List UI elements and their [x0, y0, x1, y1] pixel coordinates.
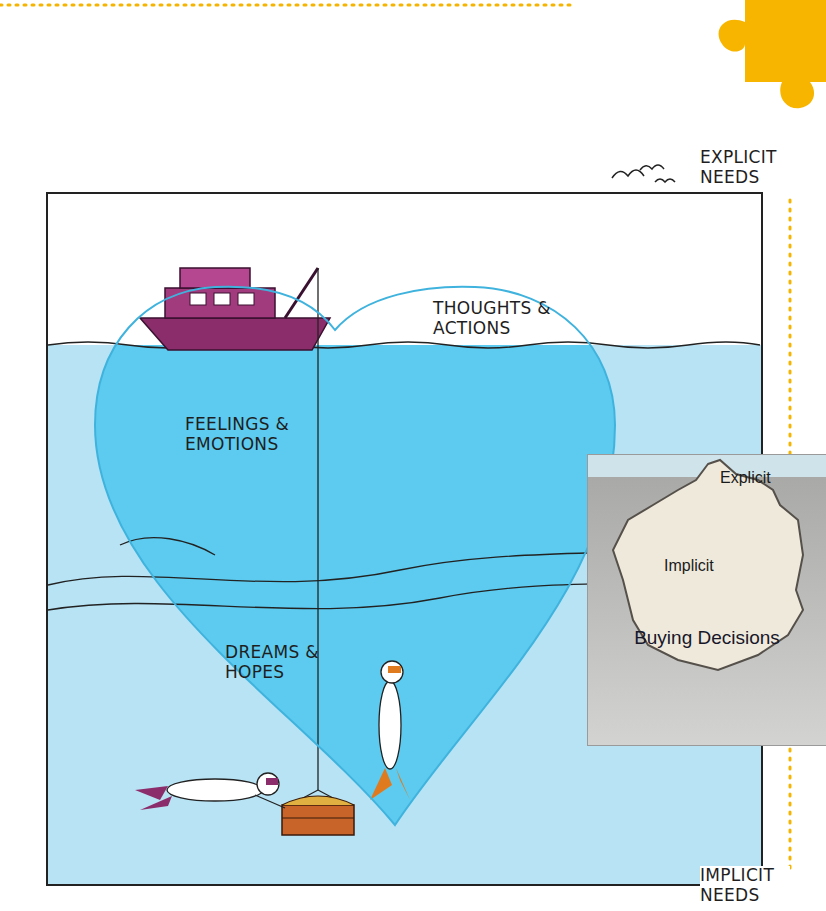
level-label: THOUGHTS & ACTIONS — [433, 299, 555, 338]
iceberg-label: Implicit — [664, 556, 744, 575]
inset-caption: Buying Decisions — [598, 627, 816, 650]
heart-region: THOUGHTS & ACTIONS FEELINGS & EMOTIONS DRE… — [95, 285, 615, 830]
inset-panel: ExplicitImplicitBuying Decisions — [588, 455, 826, 745]
heart-outline — [95, 287, 615, 825]
level-label: DREAMS & HOPES — [225, 643, 337, 682]
level-label: FEELINGS & EMOTIONS — [185, 415, 310, 454]
iceberg-label: Explicit — [720, 468, 790, 487]
heart-outline — [95, 285, 615, 830]
scale-label: IMPLICIT NEEDS — [700, 866, 790, 905]
scale-label: EXPLICIT NEEDS — [700, 148, 790, 187]
